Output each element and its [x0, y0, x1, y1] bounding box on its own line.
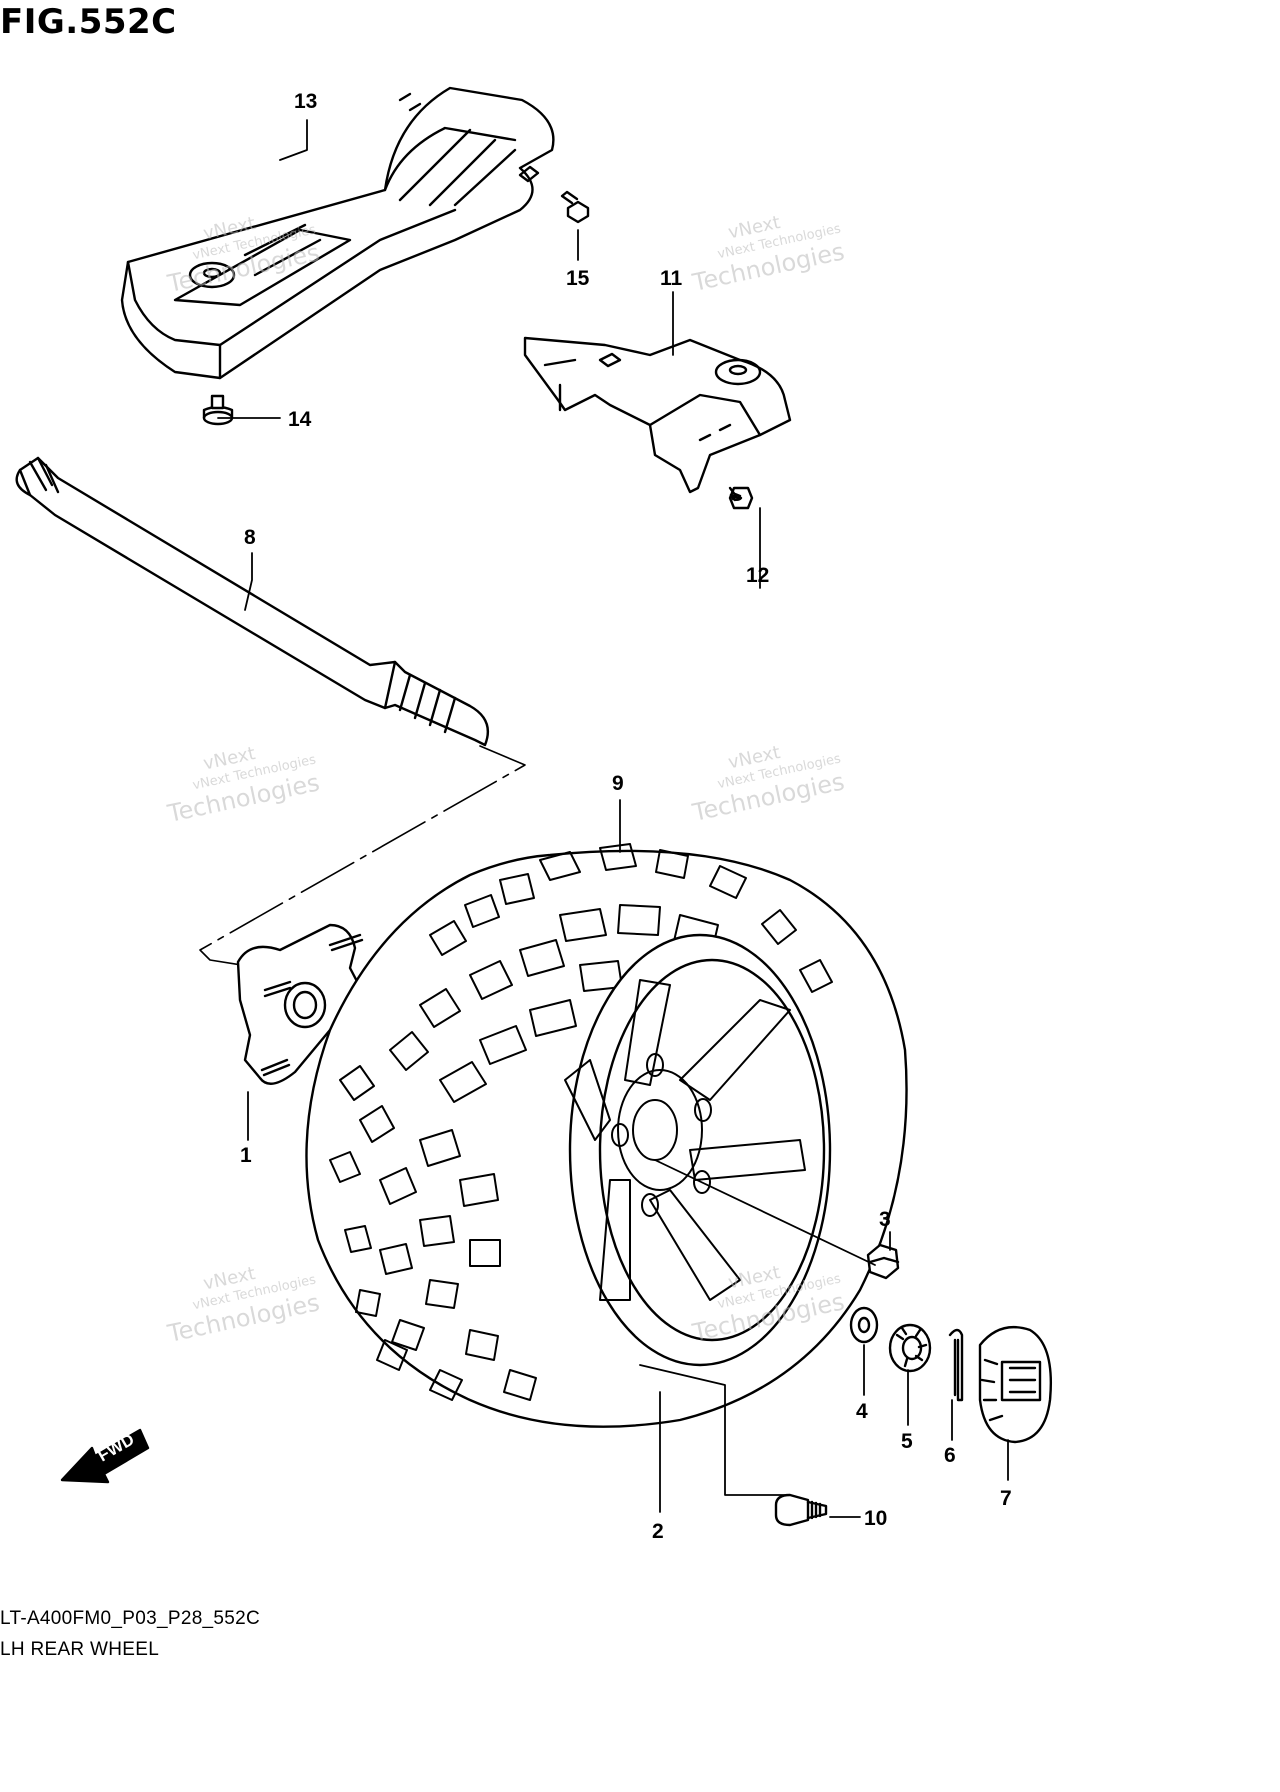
callout-9: 9 — [612, 772, 624, 795]
callout-6: 6 — [944, 1444, 956, 1467]
diagram-code: LT-A400FM0_P03_P28_552C — [0, 1608, 261, 1629]
axle-shaft-part — [15, 456, 490, 747]
callout-15: 15 — [566, 267, 590, 290]
callout-13: 13 — [294, 90, 317, 113]
bolt-15-part — [560, 190, 590, 224]
callout-8: 8 — [244, 526, 256, 549]
callout-5: 5 — [901, 1430, 913, 1453]
callout-14: 14 — [288, 408, 312, 431]
watermark-mid-left: vNext vNext Technologies Technologies — [164, 743, 322, 828]
cotter-pin-6-part — [948, 1328, 964, 1402]
bracket-part — [523, 336, 792, 494]
washer-4-part — [849, 1306, 879, 1344]
callout-2: 2 — [652, 1520, 664, 1543]
valve-stem-10-part — [774, 1493, 828, 1527]
callout-4: 4 — [856, 1400, 868, 1423]
figure-title: FIG.552C — [0, 2, 177, 42]
callout-12: 12 — [746, 564, 769, 587]
castle-nut-5-part — [888, 1323, 932, 1373]
callout-10: 10 — [864, 1507, 887, 1530]
watermark-mid-right: vNext vNext Technologies Technologies — [689, 742, 847, 827]
callout-3: 3 — [879, 1208, 891, 1231]
nut-3-part — [866, 1243, 900, 1280]
watermarks: vNext vNext Technologies Technologies vN… — [164, 212, 847, 1348]
fwd-arrow-icon — [60, 1428, 150, 1484]
leader-lines — [217, 119, 1009, 1518]
tire-part — [305, 843, 908, 1428]
hub-cap-7-part — [978, 1325, 1052, 1444]
watermark-low-left: vNext vNext Technologies Technologies — [164, 1263, 322, 1348]
bolt-12-part — [728, 486, 754, 510]
callout-7: 7 — [1000, 1487, 1012, 1510]
callout-1: 1 — [240, 1144, 252, 1167]
callout-11: 11 — [660, 267, 683, 290]
watermark-low-right: vNext vNext Technologies Technologies — [689, 1262, 847, 1347]
skid-plate-part — [120, 86, 555, 380]
watermark-top-right: vNext vNext Technologies Technologies — [689, 212, 847, 297]
diagram-name: LH REAR WHEEL — [0, 1639, 160, 1660]
callout-labels: 1 2 3 4 5 6 7 8 9 10 11 12 13 14 15 — [240, 90, 1012, 1543]
bolt-14-part — [202, 394, 234, 426]
